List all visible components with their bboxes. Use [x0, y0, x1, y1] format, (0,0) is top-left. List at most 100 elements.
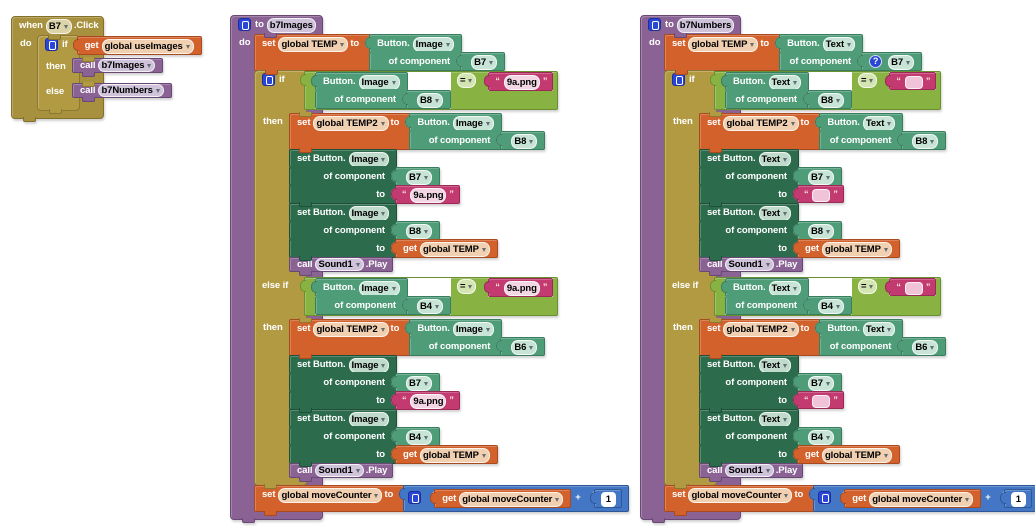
field-variable-name[interactable]: global useImages	[101, 39, 194, 54]
block-component[interactable]: B4	[797, 427, 842, 446]
field-component-name[interactable]: B6	[511, 340, 538, 355]
field-variable-name[interactable]: global TEMP	[278, 37, 349, 52]
mutator-icon[interactable]	[672, 73, 685, 86]
field-property[interactable]: Image	[358, 281, 400, 296]
block-component[interactable]: B4	[395, 427, 440, 446]
field-procedure-name[interactable]: b7Numbers	[676, 18, 735, 33]
block-component[interactable]: B8	[807, 90, 852, 109]
block-component[interactable]: B7	[395, 167, 440, 186]
field-component-name[interactable]: B6	[912, 340, 939, 355]
block-text-string[interactable]: “”	[797, 185, 844, 203]
field-variable-name[interactable]: global TEMP	[821, 242, 892, 257]
field-variable-name[interactable]: global TEMP2	[723, 322, 799, 337]
mutator-icon[interactable]	[238, 18, 251, 31]
block-component[interactable]: B8	[500, 131, 546, 150]
field-property[interactable]: Image	[348, 412, 390, 427]
field-component-name[interactable]: B8	[406, 224, 432, 239]
field-operator[interactable]: =	[857, 279, 878, 294]
field-text-value[interactable]: 9a.png	[503, 281, 540, 296]
field-number-value[interactable]: 1	[600, 492, 616, 507]
mutator-icon[interactable]	[262, 73, 275, 86]
block-component[interactable]: ?B7	[861, 52, 923, 71]
field-text-value[interactable]: 9a.png	[503, 75, 540, 90]
field-property[interactable]: Image	[358, 75, 400, 90]
field-variable-name[interactable]: global TEMP2	[313, 322, 389, 337]
field-component-name[interactable]: B4	[808, 430, 834, 445]
field-operator[interactable]: =	[456, 279, 477, 294]
block-component[interactable]: B8	[901, 131, 947, 150]
field-component-name[interactable]: Sound1	[315, 464, 364, 477]
block-text-string[interactable]: “”	[889, 72, 937, 90]
field-component-name[interactable]: B8	[511, 134, 538, 149]
field-component-name[interactable]: Sound1	[315, 258, 364, 271]
field-property[interactable]: Text	[768, 281, 801, 296]
field-component-name[interactable]: B4	[818, 299, 844, 314]
field-text-value[interactable]	[812, 189, 831, 202]
field-variable-name[interactable]: global TEMP2	[313, 116, 389, 131]
field-variable-name[interactable]: global TEMP	[419, 242, 490, 257]
field-operator[interactable]: =	[456, 73, 477, 88]
field-property[interactable]: Text	[822, 37, 856, 52]
field-component-name[interactable]: Sound1	[725, 464, 774, 477]
field-text-value[interactable]: 9a.png	[410, 188, 447, 203]
block-component[interactable]: B7	[797, 167, 842, 186]
field-property[interactable]: Text	[758, 412, 791, 427]
field-component-name[interactable]: B4	[417, 299, 443, 314]
block-component[interactable]: B6	[901, 337, 947, 356]
field-property[interactable]: Text	[862, 116, 896, 131]
field-component-name[interactable]: B7	[808, 376, 834, 391]
field-text-value[interactable]: 9a.png	[410, 394, 447, 409]
block-text-string[interactable]: “9a.png”	[488, 72, 554, 91]
field-variable-name[interactable]: global moveCounter	[688, 488, 793, 503]
field-component-name[interactable]: B8	[417, 93, 443, 108]
field-component-name[interactable]: Sound1	[725, 258, 774, 271]
field-number-value[interactable]: 1	[1010, 492, 1026, 507]
field-component-name[interactable]: B8	[808, 224, 834, 239]
field-property[interactable]: Image	[348, 152, 390, 167]
block-component[interactable]: B6	[500, 337, 546, 356]
block-text-string[interactable]: “9a.png”	[395, 391, 460, 410]
block-number[interactable]: 1	[1003, 489, 1032, 508]
field-component-name[interactable]: B4	[406, 430, 432, 445]
field-variable-name[interactable]: global TEMP	[821, 448, 892, 463]
field-procedure-name[interactable]: b7Numbers	[98, 84, 164, 97]
field-text-value[interactable]	[904, 76, 923, 89]
field-property[interactable]: Text	[768, 75, 801, 90]
